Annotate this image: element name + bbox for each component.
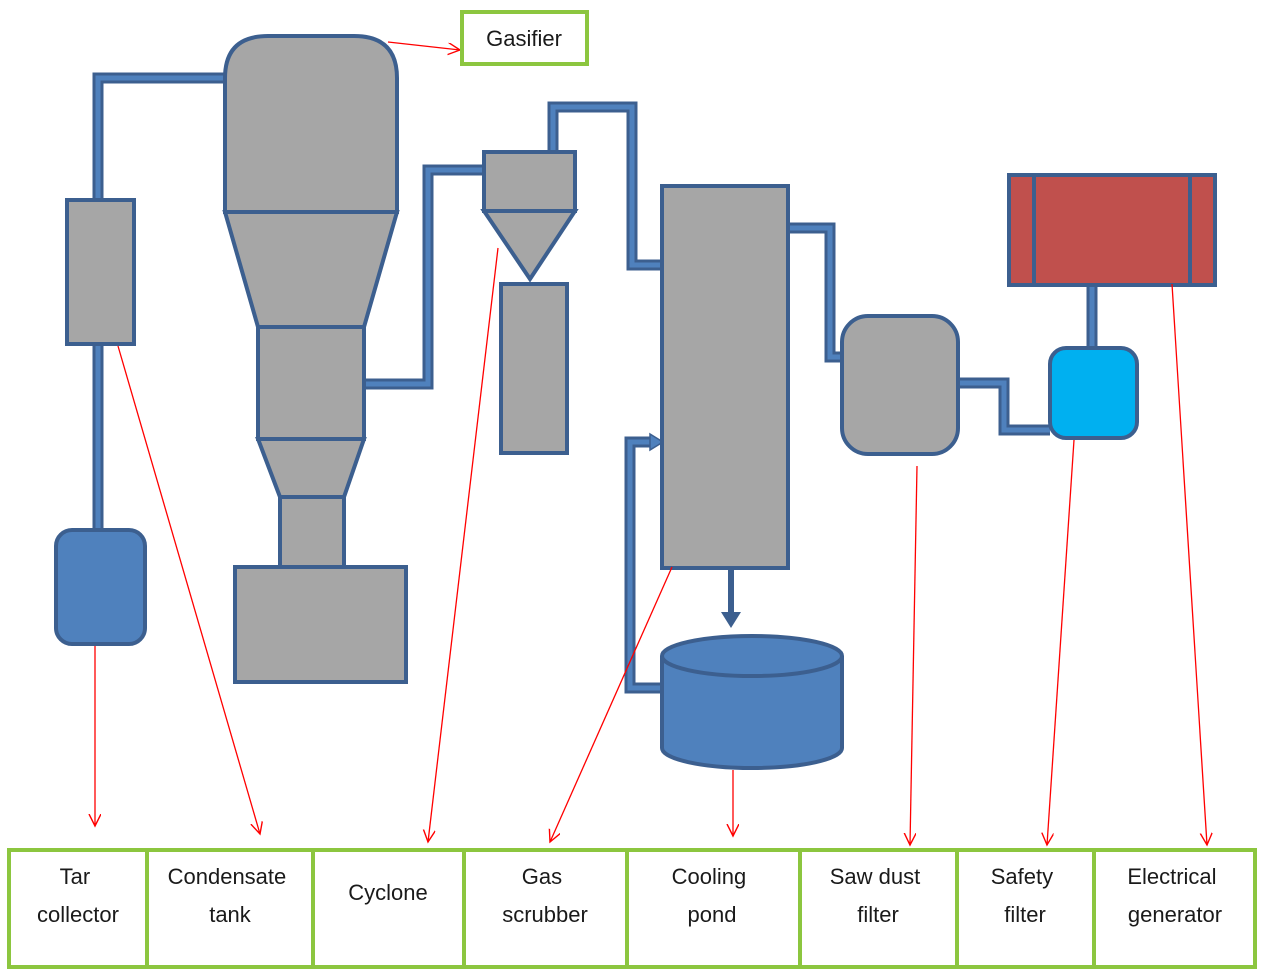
cyclone-cone [480, 209, 579, 283]
gasifier-upper-taper [222, 210, 400, 329]
gas-scrubber-column [660, 184, 790, 570]
gasifier-lower-taper [255, 437, 367, 499]
electrical-generator-unit [1007, 173, 1217, 287]
drain-arrowhead [721, 612, 741, 628]
gasifier-label-box: Gasifier [460, 10, 589, 66]
label-cell-gas-scrubber [462, 848, 629, 969]
gasifier-middle-section [256, 325, 366, 441]
pointer-electrical-generator [1171, 283, 1207, 845]
generator-housing [1007, 173, 1217, 287]
cyclone-head [482, 150, 577, 213]
condensate-tank-vessel [65, 198, 136, 346]
label-saw-dust-filter: Saw dust filter [830, 864, 927, 927]
gasifier-top-body [223, 34, 399, 214]
tar-collector-vessel [54, 528, 147, 646]
recirculation-arrowhead [649, 432, 665, 452]
label-cell-cooling-pond [625, 848, 802, 969]
label-safety-filter: Safety filter [991, 864, 1060, 927]
pipes [92, 72, 1098, 694]
safety-filter-vessel [1048, 346, 1139, 440]
pointer-lines [95, 41, 1207, 845]
pipe-scrubber-to-sawdust [788, 222, 842, 363]
label-cell-condensate-tank [145, 848, 315, 969]
pointer-gasifier [387, 41, 460, 50]
label-cell-electrical-generator [1092, 848, 1257, 969]
cooling-pond-tank [660, 634, 844, 770]
label-cell-saw-dust-filter [798, 848, 959, 969]
label-gas-scrubber: Gas scrubber [502, 864, 588, 927]
label-electrical-generator: Electrical generator [1127, 864, 1222, 927]
component-label-table: Tar collector Condensate tank Cyclone Ga… [7, 848, 1257, 969]
pointer-condensate-tank [117, 345, 260, 834]
pointer-gas-scrubber [550, 566, 673, 842]
label-cyclone: Cyclone [348, 880, 427, 905]
label-cell-cyclone [311, 848, 466, 969]
gasifier-base [233, 565, 408, 684]
label-condensate-tank: Condensate tank [168, 864, 293, 927]
label-cooling-pond: Cooling pond [672, 864, 753, 927]
pointer-cyclone [428, 247, 499, 842]
pointer-safety-filter [1047, 439, 1075, 845]
saw-dust-filter-vessel [840, 314, 960, 456]
label-tar-collector: Tar collector [37, 864, 119, 927]
cooling-pond-body [660, 656, 844, 770]
cyclone-unit [480, 150, 579, 455]
gasifier-label: Gasifier [486, 26, 562, 51]
label-cell-safety-filter [955, 848, 1096, 969]
cooling-pond-top [660, 634, 844, 678]
cyclone-dust-bin [499, 282, 569, 455]
equipment [54, 34, 1217, 770]
gasifier-unit [222, 34, 408, 684]
pipe-gasifier-to-condensate [92, 72, 225, 200]
gasifier-neck [278, 495, 346, 569]
pointer-saw-dust-filter [910, 465, 918, 845]
